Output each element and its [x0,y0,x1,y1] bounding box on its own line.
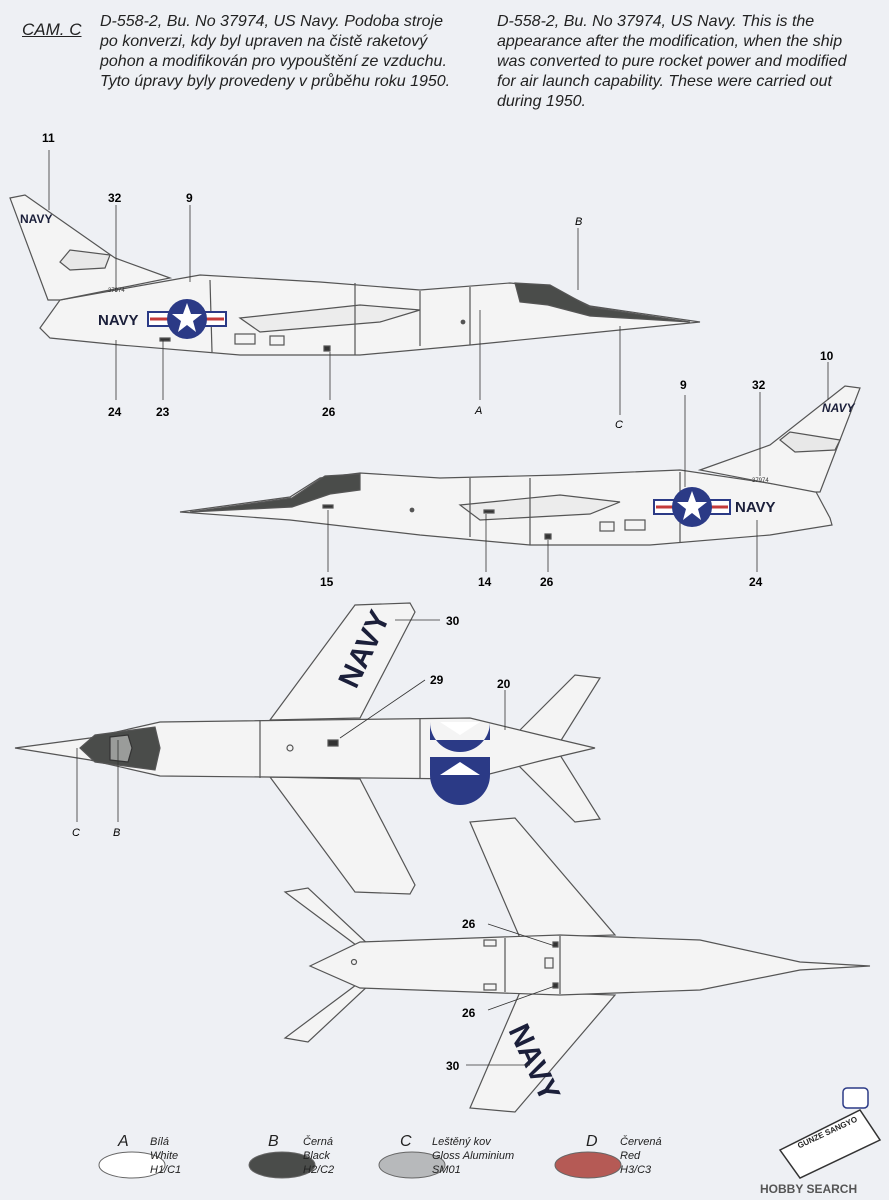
callout-30: 30 [446,614,460,628]
swatch-red [554,1151,622,1179]
top-insignia [430,722,490,805]
callout-lines-bottom [466,923,556,1066]
navy-marking-side-2: NAVY [735,499,776,516]
swatch-black [248,1151,316,1179]
serial-side-2: 37974 [752,478,769,484]
legend-en: White [150,1150,179,1162]
legend-D: D [586,1133,598,1151]
side-view-right [179,385,861,546]
callout-C: C [615,419,623,431]
legend-A: A [118,1133,129,1151]
legend-cz: Leštěný kov [432,1136,491,1148]
callout-B: B [575,216,582,228]
navy-marking-side-1: NAVY [98,312,139,329]
legend-code: H3/C3 [620,1164,652,1176]
callout-11: 11 [42,131,55,145]
description-czech: D-558-2, Bu. No 37974, US Navy. Podoba s… [100,13,451,90]
callout-lines-top [76,619,506,822]
gunze-logo [778,1087,882,1179]
insignia-side-2 [653,487,731,527]
insignia-side-1 [147,299,227,339]
callout-lines-side-2 [327,362,829,572]
callout-15: 15 [320,575,334,589]
swatch-white [98,1151,166,1179]
description-english: D-558-2, Bu. No 37974, US Navy. This is … [497,13,847,110]
navy-tail-marking-2: NAVY [822,401,855,415]
legend-B: B [268,1133,279,1151]
legend-letter: D [586,1133,598,1150]
serial-side-1: 37974 [108,288,125,294]
legend-cz: Černá [303,1136,333,1148]
callout-24b: 24 [749,575,763,589]
callout-10: 10 [820,349,834,363]
callout-lines-side-1 [48,150,621,415]
legend-A-text: Bílá White H1/C1 [150,1135,181,1177]
legend-letter: A [118,1133,129,1150]
callout-32: 32 [108,191,122,205]
callout-9b: 9 [680,378,687,392]
navy-tail-marking-1: NAVY [20,212,52,226]
legend-cz: Bílá [150,1136,169,1148]
callout-C-top: C [72,827,80,839]
callout-26-bottom-1: 26 [462,917,476,931]
legend-en: Gloss Aluminium [432,1150,515,1162]
callout-23: 23 [156,405,170,419]
hobby-search-watermark: HOBBY SEARCH [760,1182,858,1196]
legend-letter: C [400,1133,412,1150]
callout-29: 29 [430,673,444,687]
top-view [14,602,602,895]
callout-26: 26 [322,405,336,419]
legend-D-text: Červená Red H3/C3 [620,1135,662,1177]
callout-26b: 26 [540,575,554,589]
legend-C-text: Leštěný kov Gloss Aluminium SM01 [432,1135,514,1177]
swatch-aluminium [378,1151,446,1179]
callout-20: 20 [497,677,511,691]
callout-B-top: B [113,827,120,839]
callout-32b: 32 [752,378,766,392]
callout-26-bottom-2: 26 [462,1006,476,1020]
legend-cz: Červená [620,1136,662,1148]
legend-swatches [98,1151,622,1179]
bottom-view [283,817,871,1113]
callout-14: 14 [478,575,492,589]
legend-C: C [400,1133,412,1151]
callout-9: 9 [186,191,193,205]
legend-en: Red [620,1150,641,1162]
legend-letter: B [268,1133,279,1150]
side-view-left [9,194,701,356]
callout-A: A [474,405,482,417]
camouflage-label: CAM. C [22,20,82,39]
callout-30-bottom: 30 [446,1059,460,1073]
legend-code: H1/C1 [150,1164,182,1176]
legend-B-text: Černá Black H2/C2 [303,1135,334,1177]
legend-code: SM01 [432,1164,461,1176]
legend-code: H2/C2 [303,1164,335,1176]
callout-24: 24 [108,405,122,419]
legend-en: Black [303,1150,330,1162]
